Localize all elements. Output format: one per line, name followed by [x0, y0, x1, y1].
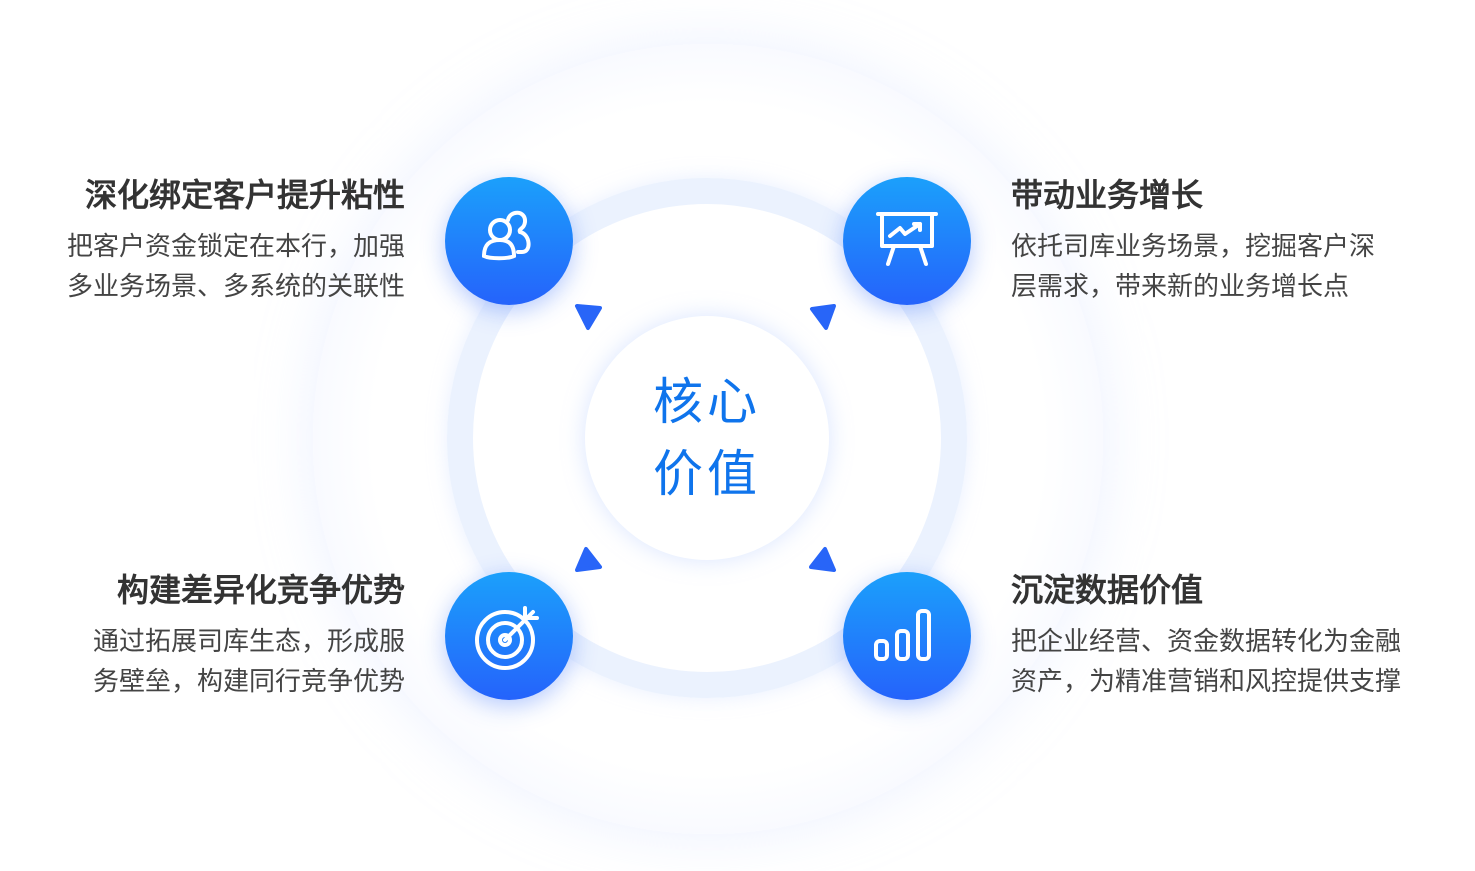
item-title: 构建差异化竞争优势	[116, 571, 405, 609]
item-desc-line2: 务壁垒，构建同行竞争优势	[92, 667, 405, 697]
node-business-growth	[843, 177, 971, 305]
users-icon	[481, 210, 531, 261]
item-desc-line2: 多业务场景、多系统的关联性	[66, 272, 405, 302]
node-competitive-advantage	[445, 572, 573, 700]
item-data-value: 沉淀数据价值 把企业经营、资金数据转化为金融 资产，为精准营销和风控提供支撑	[1011, 570, 1475, 702]
item-desc-line1: 依托司库业务场景，挖掘客户深	[1011, 232, 1376, 262]
core-title-line2: 价值	[653, 445, 761, 503]
item-title: 带动业务增长	[1011, 176, 1204, 214]
item-competitive-advantage: 构建差异化竞争优势 通过拓展司库生态，形成服 务壁垒，构建同行竞争优势	[0, 570, 405, 702]
core-title-line1: 核心	[653, 373, 761, 431]
arrow-bottom-right	[809, 547, 836, 572]
item-desc-line2: 层需求，带来新的业务增长点	[1011, 272, 1350, 302]
node-customer-stickiness	[445, 177, 573, 305]
item-desc-line1: 通过拓展司库生态，形成服	[92, 627, 405, 657]
target-icon	[475, 606, 539, 670]
item-desc-line2: 资产，为精准营销和风控提供支撑	[1011, 667, 1402, 697]
core-circle	[585, 316, 829, 560]
arrow-bottom-left	[575, 547, 602, 572]
bar-chart-icon	[874, 609, 931, 661]
item-business-growth: 带动业务增长 依托司库业务场景，挖掘客户深 层需求，带来新的业务增长点	[1011, 175, 1475, 307]
arrow-top-right	[810, 304, 836, 330]
item-customer-stickiness: 深化绑定客户提升粘性 把客户资金锁定在本行，加强 多业务场景、多系统的关联性	[0, 175, 405, 307]
item-title: 沉淀数据价值	[1011, 571, 1204, 609]
item-desc-line1: 把客户资金锁定在本行，加强	[66, 232, 405, 262]
item-desc-line1: 把企业经营、资金数据转化为金融	[1011, 627, 1402, 657]
presentation-chart-icon	[876, 212, 938, 266]
arrow-top-left	[575, 304, 602, 330]
item-title: 深化绑定客户提升粘性	[84, 176, 405, 214]
core-value-title: 核心 价值	[585, 366, 829, 510]
node-data-value	[843, 572, 971, 700]
